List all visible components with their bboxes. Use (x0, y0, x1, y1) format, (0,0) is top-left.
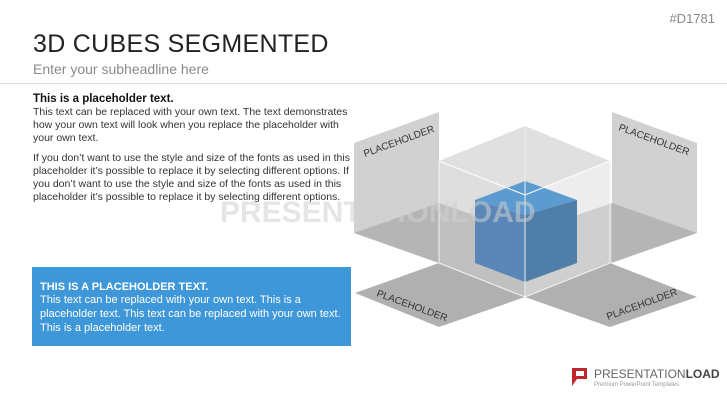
divider (0, 83, 727, 84)
blue-cube-left (475, 200, 525, 282)
page-title: 3D CUBES SEGMENTED (33, 30, 329, 58)
logo-name-bold: LOAD (685, 367, 720, 381)
logo-tagline: Premium PowerPoint Templates (594, 382, 680, 388)
body-paragraph-1: This text can be replaced with your own … (33, 106, 348, 144)
body-paragraph-2: If you don’t want to use the style and s… (33, 152, 350, 203)
logo-icon (572, 368, 587, 386)
box-heading: THIS IS A PLACEHOLDER TEXT. (40, 281, 209, 293)
blue-cube-top (475, 181, 577, 215)
watermark: PRESENTATIONLOAD (220, 196, 536, 229)
logo-name-light: PRESENTATION (594, 367, 686, 381)
highlight-box: THIS IS A PLACEHOLDER TEXT. This text ca… (32, 267, 351, 346)
box-body: This text can be replaced with your own … (40, 294, 341, 334)
blue-cube-right (525, 200, 577, 282)
body-heading: This is a placeholder text. (33, 93, 174, 105)
slide-code: #D1781 (669, 11, 715, 26)
floor-left (355, 263, 525, 327)
floor-right (525, 263, 697, 327)
body-text: This is a placeholder text. This text ca… (33, 93, 351, 211)
subtitle: Enter your subheadline here (33, 61, 209, 77)
